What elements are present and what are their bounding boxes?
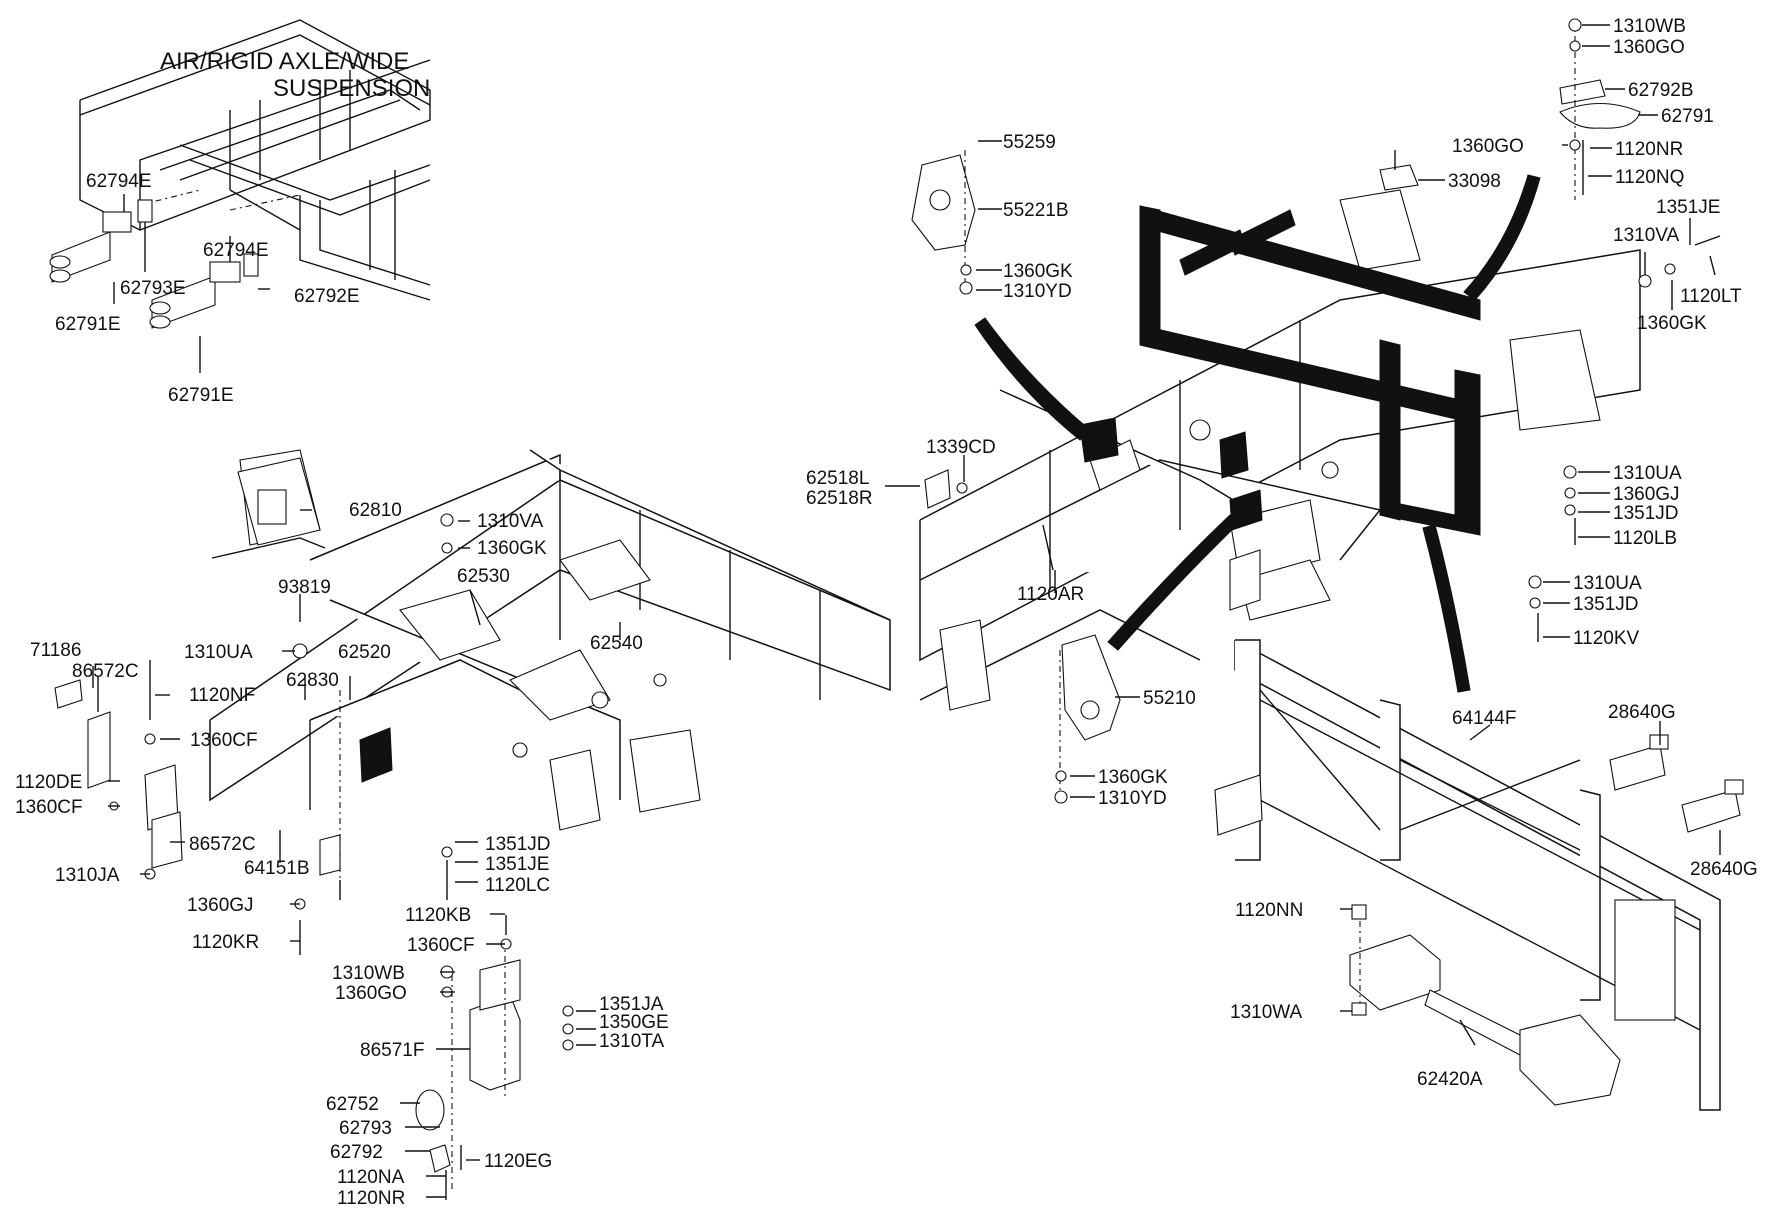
- left-frame-assembly: [209, 449, 891, 900]
- part-label-71186: 71186: [30, 640, 81, 661]
- part-label-62792E: 62792E: [294, 286, 360, 307]
- part-label-1120KR: 1120KR: [192, 932, 259, 953]
- part-label-1360CF: 1360CF: [190, 730, 258, 751]
- part-label-1351JD: 1351JD: [1573, 594, 1639, 615]
- part-label-1120EG: 1120EG: [484, 1151, 552, 1172]
- part-label-64151B: 64151B: [244, 858, 310, 879]
- part-label-1310YD: 1310YD: [1098, 788, 1167, 809]
- part-label-1120NN: 1120NN: [1235, 900, 1303, 921]
- part-label-55259: 55259: [1003, 132, 1056, 153]
- rear-frame-64144F: [1214, 639, 1721, 1111]
- part-label-1310UA: 1310UA: [1573, 573, 1642, 594]
- part-label-62792: 62792: [330, 1142, 383, 1163]
- part-label-1360GJ: 1360GJ: [187, 895, 254, 916]
- part-label-1310WA: 1310WA: [1230, 1002, 1302, 1023]
- bracket-62791E-b: [149, 253, 259, 329]
- bracket-86572C: [54, 679, 183, 869]
- part-label-62540: 62540: [590, 633, 643, 654]
- part-label-1360GO: 1360GO: [1452, 136, 1524, 157]
- part-label-1310UA: 1310UA: [184, 642, 253, 663]
- part-label-1310YD: 1310YD: [1003, 281, 1072, 302]
- fastener-symbols: [109, 18, 1721, 1200]
- part-label-1310JA: 1310JA: [55, 865, 120, 886]
- part-label-1120NA: 1120NA: [337, 1167, 405, 1188]
- part-label-62791E: 62791E: [55, 314, 121, 335]
- part-label-1351JE: 1351JE: [485, 854, 549, 875]
- bracket-55210: [1059, 634, 1121, 790]
- part-label-62530: 62530: [457, 566, 510, 587]
- part-label-1120LC: 1120LC: [485, 875, 550, 896]
- part-label-62791: 62791: [1661, 106, 1714, 127]
- part-label-62793E: 62793E: [120, 278, 186, 299]
- part-label-62420A: 62420A: [1417, 1069, 1483, 1090]
- part-label-1360CF: 1360CF: [407, 935, 475, 956]
- part-label-55210: 55210: [1143, 688, 1196, 709]
- bracket-55221B: [911, 150, 976, 290]
- part-label-1360GK: 1360GK: [1637, 313, 1707, 334]
- part-label-1120AR: 1120AR: [1017, 584, 1084, 605]
- part-label-1310TA: 1310TA: [599, 1031, 664, 1052]
- part-label-28640G: 28640G: [1608, 702, 1676, 723]
- leader-lines: [92, 24, 1721, 1198]
- part-label-62518L: 62518L: [806, 468, 869, 489]
- part-label-1351JD: 1351JD: [1613, 503, 1679, 524]
- part-label-86571F: 86571F: [360, 1040, 424, 1061]
- part-label-86572C: 86572C: [189, 834, 256, 855]
- part-label-64144F: 64144F: [1452, 708, 1516, 729]
- part-label-62794E: 62794E: [203, 240, 269, 261]
- part-label-1360GJ: 1360GJ: [1613, 484, 1680, 505]
- bracket-62810: [211, 457, 326, 559]
- part-label-1120NF: 1120NF: [189, 685, 255, 706]
- part-label-33098: 33098: [1448, 171, 1501, 192]
- part-label-1120LB: 1120LB: [1613, 528, 1677, 549]
- part-label-62752: 62752: [326, 1094, 379, 1115]
- part-label-1310WB: 1310WB: [332, 963, 405, 984]
- part-label-62792B: 62792B: [1628, 80, 1694, 101]
- part-label-62794E: 62794E: [86, 171, 152, 192]
- part-label-62518R: 62518R: [806, 488, 873, 509]
- hook-assembly-86571F: [415, 940, 521, 1190]
- part-label-1360GK: 1360GK: [477, 538, 547, 559]
- tow-hook-62791: [1559, 20, 1641, 200]
- brackets-28640G: [1609, 734, 1744, 833]
- part-label-1310VA: 1310VA: [1613, 225, 1680, 246]
- part-label-1310UA: 1310UA: [1613, 463, 1682, 484]
- part-label-1310VA: 1310VA: [477, 511, 544, 532]
- part-label-1339CD: 1339CD: [926, 437, 996, 458]
- part-label-1120KB: 1120KB: [405, 905, 471, 926]
- part-label-1120NQ: 1120NQ: [1615, 167, 1684, 188]
- part-label-1360GO: 1360GO: [1613, 37, 1685, 58]
- part-label-1310WB: 1310WB: [1613, 16, 1686, 37]
- part-label-86572C: 86572C: [72, 661, 139, 682]
- part-label-62810: 62810: [349, 500, 402, 521]
- part-label-62830: 62830: [286, 670, 339, 691]
- part-label-93819: 93819: [278, 577, 331, 598]
- part-label-1351JA: 1351JA: [599, 994, 664, 1015]
- part-label-1360GO: 1360GO: [335, 983, 407, 1004]
- part-label-62791E: 62791E: [168, 385, 234, 406]
- part-label-28640G: 28640G: [1690, 859, 1758, 880]
- part-label-1360GK: 1360GK: [1003, 261, 1073, 282]
- part-label-62520: 62520: [338, 642, 391, 663]
- part-label-1360GK: 1360GK: [1098, 767, 1168, 788]
- crossmember-64144F-dark: [974, 174, 1541, 693]
- part-label-1120LT: 1120LT: [1680, 286, 1742, 307]
- part-label-1120KV: 1120KV: [1573, 628, 1640, 649]
- hitch-62420A: [1349, 904, 1621, 1106]
- part-label-55221B: 55221B: [1003, 200, 1069, 221]
- part-label-1120DE: 1120DE: [15, 772, 82, 793]
- bracket-33098: [1379, 150, 1419, 191]
- part-label-1120NR: 1120NR: [1615, 139, 1683, 160]
- bracket-62518: [924, 469, 968, 509]
- inset-title-line2: SUSPENSION: [273, 75, 430, 102]
- inset-title-line1: AIR/RIGID AXLE/WIDE: [160, 48, 409, 75]
- part-label-62793: 62793: [339, 1118, 392, 1139]
- part-label-1351JD: 1351JD: [485, 834, 551, 855]
- part-label-1360CF: 1360CF: [15, 797, 83, 818]
- bracket-62791E-a: [49, 199, 153, 283]
- part-label-1120NR: 1120NR: [337, 1188, 405, 1209]
- part-label-1351JE: 1351JE: [1656, 197, 1720, 218]
- part-label-1350GE: 1350GE: [599, 1012, 669, 1033]
